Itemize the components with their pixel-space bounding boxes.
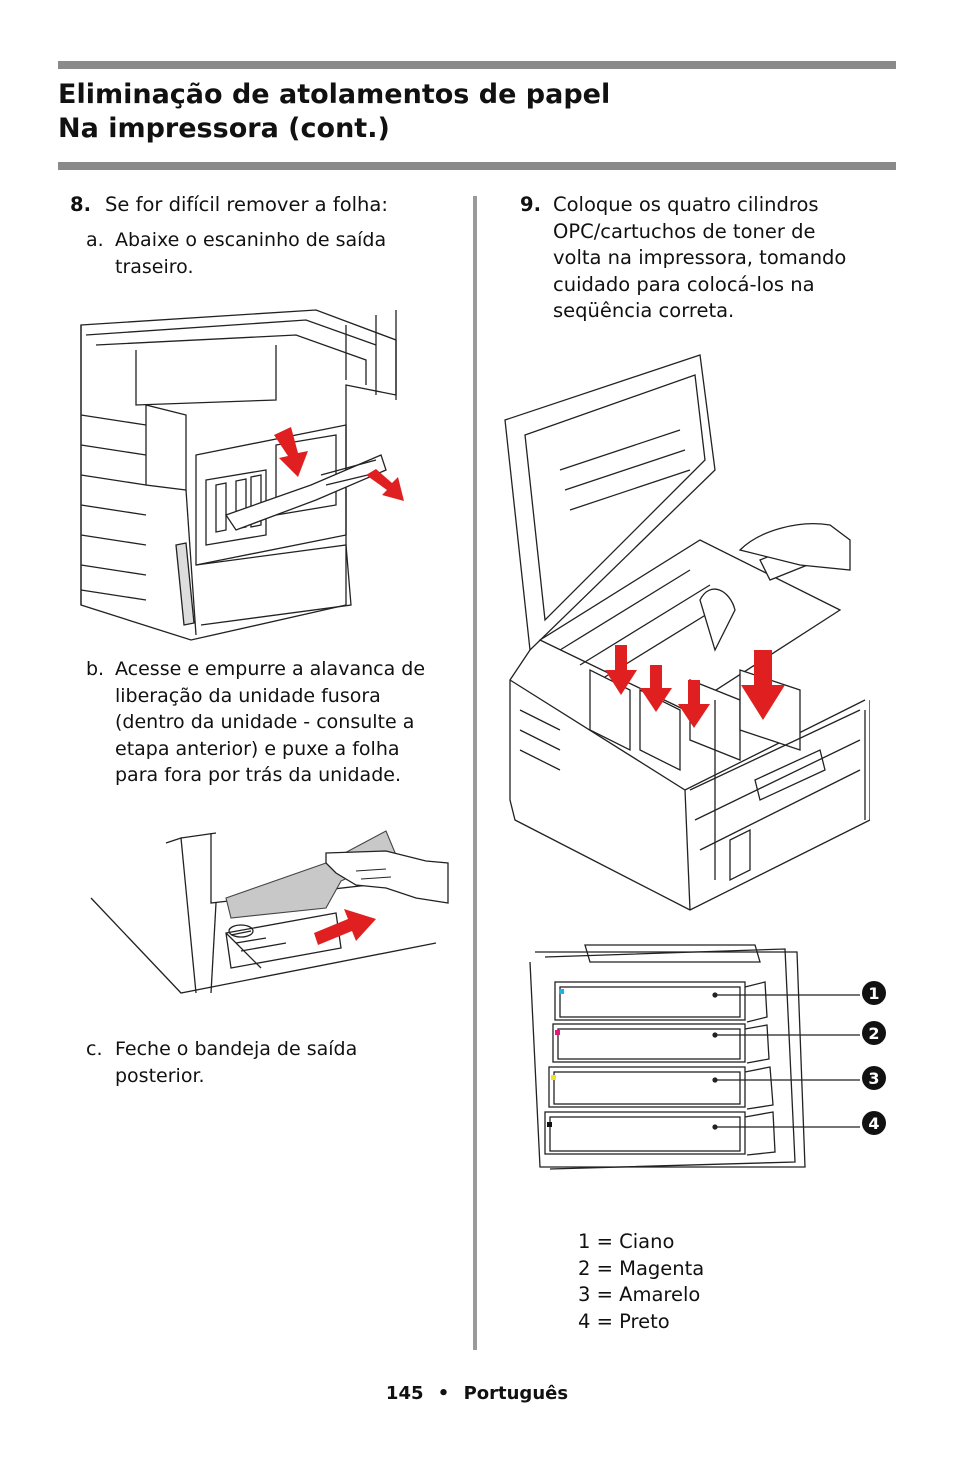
arrow-out-red: [366, 469, 404, 501]
arrow-pull-red: [314, 909, 376, 945]
printer-rear-drawing: [80, 309, 397, 641]
svg-text:1: 1: [868, 984, 879, 1003]
figure-rear-output-tray: [80, 309, 404, 641]
legend-item: 4 = Preto: [578, 1309, 670, 1333]
step-8b-line-1: Acesse e empurre a alavanca de: [115, 658, 426, 680]
figure-cartridge-order: 1 2 3 4: [529, 944, 886, 1170]
callout-4: 4: [862, 1111, 886, 1135]
step-8b-line-5: para fora por trás da unidade.: [115, 764, 401, 786]
figure-pull-paper: [90, 830, 449, 994]
step-8b-line-2: liberação da unidade fusora: [115, 684, 381, 707]
step-8c-line-2: posterior.: [115, 1064, 205, 1087]
step-8b-line-4: etapa anterior) e puxe a folha: [115, 737, 400, 760]
step-8c-letter: c.: [86, 1038, 103, 1060]
step-8c-line-1: Feche o bandeja de saída: [115, 1038, 358, 1060]
page-title: Eliminação de atolamentos de papel Na im…: [58, 78, 610, 146]
footer-language: Português: [463, 1383, 569, 1404]
callout-3: 3: [862, 1066, 886, 1090]
step-8a-line-2: traseiro.: [115, 255, 194, 278]
header-top-rule: [58, 61, 896, 69]
insert-arrows-red: [605, 645, 785, 728]
callout-leader-lines: [712, 992, 860, 1130]
cartridge-bay: [529, 944, 806, 1170]
step-9-line-2: OPC/cartuchos de toner de: [553, 219, 816, 243]
header-bottom-rule: [58, 162, 896, 170]
page-number: 145: [385, 1383, 424, 1404]
legend-item: 2 = Magenta: [578, 1256, 705, 1280]
color-legend: 1 = Ciano 2 = Magenta 3 = Amarelo 4 = Pr…: [578, 1229, 704, 1335]
svg-text:3: 3: [868, 1069, 879, 1088]
title-line-1: Eliminação de atolamentos de papel: [58, 79, 611, 110]
footer-bullet: •: [437, 1383, 450, 1404]
svg-text:2: 2: [868, 1024, 879, 1043]
legend-item: 1 = Ciano: [578, 1230, 675, 1253]
step-8-number: 8.: [70, 193, 91, 216]
figure-insert-drums: [504, 354, 870, 911]
step-9-number: 9.: [520, 193, 541, 216]
step-9-line-1: Coloque os quatro cilindros: [553, 193, 819, 216]
column-divider: [473, 196, 477, 1350]
legend-item: 3 = Amarelo: [578, 1283, 701, 1306]
cartridge-color-dots: [547, 989, 564, 1127]
step-8b-line-3: (dentro da unidade - consulte a: [115, 711, 415, 733]
step-8-text: Se for difícil remover a folha:: [105, 193, 388, 216]
step-8a-line-1: Abaixe o escaninho de saída: [115, 229, 387, 251]
callout-1: 1: [862, 981, 886, 1005]
step-9-line-3: volta na impressora, tomando: [553, 246, 847, 269]
arrow-down-red: [274, 427, 308, 477]
step-8b-letter: b.: [86, 658, 105, 680]
step-9-line-4: cuidado para colocá-los na: [553, 272, 815, 296]
callout-2: 2: [862, 1021, 886, 1045]
title-line-2: Na impressora (cont.): [58, 113, 390, 144]
page-footer: 145 • Português: [0, 1383, 954, 1404]
svg-text:4: 4: [868, 1114, 879, 1133]
step-9-line-5: seqüência correta.: [553, 299, 735, 322]
step-8a-letter: a.: [86, 229, 104, 251]
